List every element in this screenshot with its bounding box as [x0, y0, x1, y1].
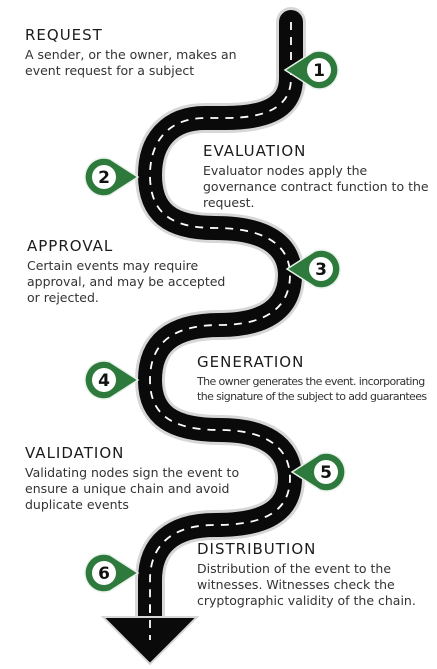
road-lane-marking	[149, 22, 292, 620]
step-title-distribution: DISTRIBUTION	[197, 540, 317, 558]
marker-number: 4	[98, 371, 110, 391]
marker-number-circle	[92, 165, 116, 189]
marker-number-circle	[92, 368, 116, 392]
marker-number-circle	[307, 58, 331, 82]
step-desc-generation-line1: The owner generates the event. incorpora…	[197, 375, 425, 388]
step-marker-4: 4	[80, 355, 140, 405]
step-evaluation: EVALUATION Evaluator nodes apply the gov…	[203, 142, 433, 211]
step-distribution: DISTRIBUTION Distribution of the event t…	[197, 540, 422, 609]
marker-number: 6	[98, 564, 110, 584]
marker-number: 2	[98, 168, 110, 188]
step-marker-3: 3	[285, 244, 345, 294]
step-title-evaluation: EVALUATION	[203, 142, 307, 160]
step-generation: GENERATION The owner generates the event…	[197, 353, 433, 404]
step-approval: APPROVAL Certain events may require appr…	[27, 237, 242, 306]
marker-number: 1	[313, 61, 325, 81]
step-marker-2: 2	[80, 152, 140, 202]
step-desc-evaluation: Evaluator nodes apply the governance con…	[203, 163, 429, 210]
step-title-generation: GENERATION	[197, 353, 305, 371]
step-validation: VALIDATION Validating nodes sign the eve…	[25, 444, 240, 513]
step-title-request: REQUEST	[25, 26, 103, 44]
marker-number-circle	[314, 460, 338, 484]
step-desc-request: A sender, or the owner, makes an event r…	[25, 47, 237, 78]
marker-number-circle	[309, 257, 333, 281]
step-desc-distribution: Distribution of the event to the witness…	[197, 561, 416, 608]
step-marker-5: 5	[290, 447, 350, 497]
step-marker-1: 1	[283, 45, 343, 95]
step-desc-generation: The owner generates the event. incorpora…	[197, 374, 433, 404]
step-request: REQUEST A sender, or the owner, makes an…	[25, 26, 255, 79]
step-title-validation: VALIDATION	[25, 444, 125, 462]
step-desc-approval: Certain events may require approval, and…	[27, 258, 226, 305]
marker-number: 3	[315, 260, 327, 280]
step-desc-generation-line2: the signature of the subject to add guar…	[197, 390, 427, 403]
marker-number: 5	[320, 463, 332, 483]
step-title-approval: APPROVAL	[27, 237, 114, 255]
road-arrow-head	[100, 616, 200, 666]
step-desc-validation: Validating nodes sign the event to ensur…	[25, 465, 240, 512]
step-marker-6: 6	[80, 548, 140, 598]
marker-number-circle	[92, 561, 116, 585]
